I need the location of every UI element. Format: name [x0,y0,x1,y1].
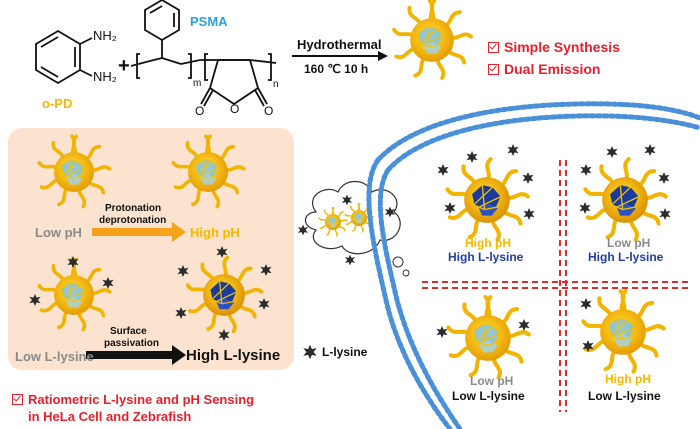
conclusion-line1: Ratiometric L-lysine and pH Sensing [12,393,254,406]
o-pd-structure [35,29,93,85]
conclusion-text: Ratiometric L-lysine and pH Sensing [28,392,255,407]
high-lysine-label: High L-lysine [186,347,281,364]
n-subscript: n [273,79,279,90]
q-tr-lys: High L-lysine [588,250,664,264]
o-right-atom: O [264,104,274,118]
o-mid-atom: O [230,102,240,116]
low-lysine-label: Low L-lysine [15,349,94,364]
feature-label: Dual Emission [504,61,601,77]
q-bl-lys: Low L-lysine [452,389,525,403]
condition-bottom: 160 ℃ 10 h [304,62,369,76]
feature-simple-synthesis: Simple Synthesis [488,40,620,54]
low-ph-label: Low pH [35,225,82,240]
high-ph-label: High pH [190,225,240,240]
arrow1-bottom-label: deprotonation [99,215,167,226]
arrow2-top-label: Surface [110,326,147,337]
nh2-bottom-label: NH₂ [93,69,117,84]
opd-label: o-PD [42,96,73,111]
conclusion-line2: in HeLa Cell and Zebrafish [28,409,192,424]
psma-label: PSMA [190,14,228,29]
nh2-top-label: NH₂ [93,28,117,43]
q-tr-ph: Low pH [607,236,651,250]
arrow2-bottom-label: passivation [104,338,160,349]
checkbox-icon [488,42,499,53]
feature-dual-emission: Dual Emission [488,62,600,76]
checkbox-icon [12,394,23,405]
mechanism-panel [8,128,294,370]
q-tl-ph: High pH [465,236,511,250]
o-left-atom: O [195,104,205,118]
checkbox-icon [488,64,499,75]
m-subscript: m [193,78,202,89]
cell-membrane [366,101,700,429]
legend-lysine-label: L-lysine [322,345,368,359]
plus-sign: + [118,55,130,77]
psma-structure [130,0,277,107]
feature-label: Simple Synthesis [504,39,620,55]
condition-top: Hydrothermal [297,37,382,52]
q-bl-ph: Low pH [470,374,514,388]
q-br-lys: Low L-lysine [588,389,661,403]
q-br-ph: High pH [605,372,651,386]
q-tl-lys: High L-lysine [448,250,524,264]
arrow1-top-label: Protonation [105,203,162,214]
thought-bubble [297,180,410,277]
